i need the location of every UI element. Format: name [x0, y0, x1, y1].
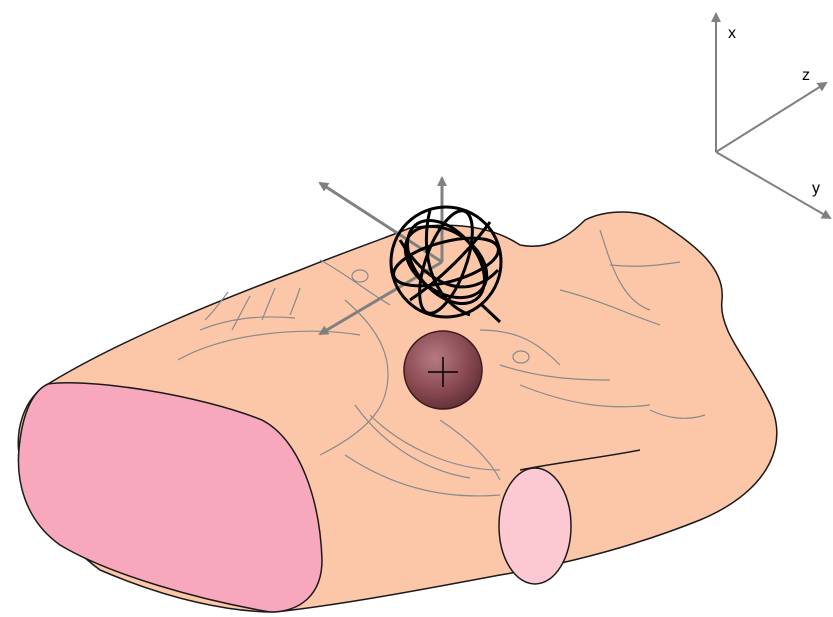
- y-axis-label: y: [812, 180, 820, 197]
- z-axis-arrow: [716, 83, 826, 152]
- z-axis-label: z: [802, 67, 810, 84]
- torso: [18, 212, 777, 612]
- arm-stump: [499, 468, 571, 584]
- reference-axes: x z y: [716, 14, 830, 218]
- target-sphere: [404, 331, 482, 409]
- x-axis-label: x: [728, 25, 736, 42]
